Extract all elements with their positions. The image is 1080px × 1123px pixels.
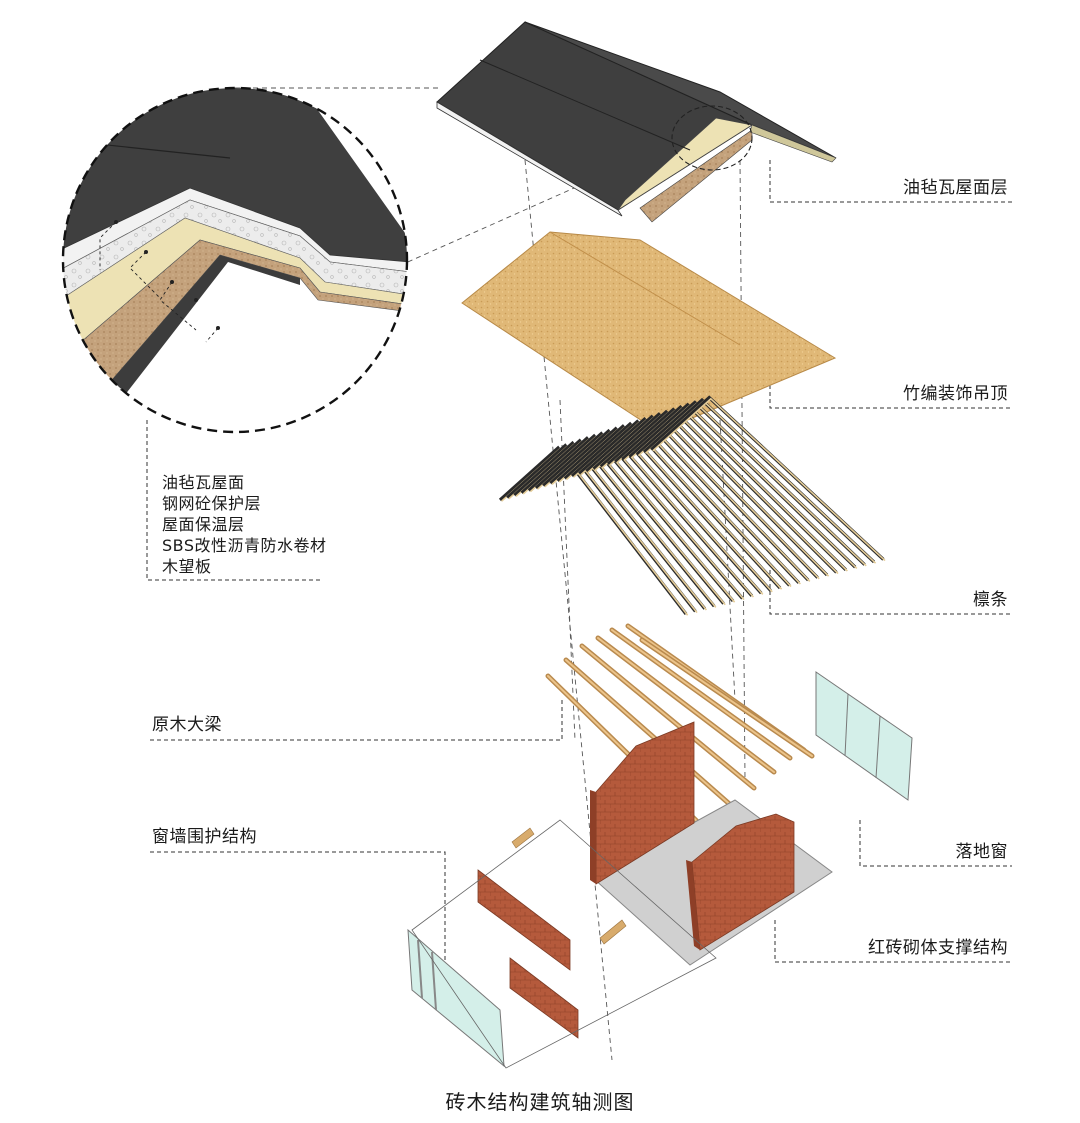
roof-detail-legend: 油毡瓦屋面 钢网砼保护层 屋面保温层 SBS改性沥青防水卷材 木望板 bbox=[162, 472, 327, 577]
label-brick-support: 红砖砌体支撑结构 bbox=[868, 938, 1008, 958]
detail-layer-item: 钢网砼保护层 bbox=[162, 494, 262, 513]
bamboo-ceiling-layer bbox=[461, 231, 837, 433]
label-bamboo-ceiling: 竹编装饰吊顶 bbox=[903, 384, 1008, 404]
brick-support-layer bbox=[477, 721, 833, 1039]
log-beam bbox=[597, 637, 775, 773]
label-floor-window: 落地窗 bbox=[955, 842, 1008, 862]
detail-layer-item: 油毡瓦屋面 bbox=[162, 473, 245, 492]
purlin-strip bbox=[506, 443, 697, 613]
figure-caption: 砖木结构建筑轴测图 bbox=[445, 1090, 635, 1114]
detail-layer-item: SBS改性沥青防水卷材 bbox=[162, 536, 327, 555]
log-beam bbox=[565, 659, 735, 809]
detail-layer-item: 木望板 bbox=[162, 557, 212, 576]
log-beam bbox=[611, 629, 791, 759]
label-roof-felt: 油毡瓦屋面层 bbox=[903, 178, 1008, 198]
detail-layer-item: 屋面保温层 bbox=[162, 515, 245, 534]
purlin-strip bbox=[652, 397, 886, 562]
label-log-beam: 原木大梁 bbox=[152, 715, 222, 735]
window-wall-layer bbox=[407, 671, 913, 1069]
log-beam bbox=[641, 639, 813, 757]
label-window-wall: 窗墙围护结构 bbox=[152, 827, 257, 847]
leader-lines bbox=[146, 160, 1012, 963]
purlins-layer bbox=[498, 395, 886, 616]
roof-detail-magnifier bbox=[61, 86, 409, 434]
roof-felt-layer bbox=[436, 21, 837, 223]
purlin-strip bbox=[498, 445, 688, 615]
label-purlins: 檩条 bbox=[973, 590, 1008, 610]
log-beam bbox=[581, 645, 755, 789]
